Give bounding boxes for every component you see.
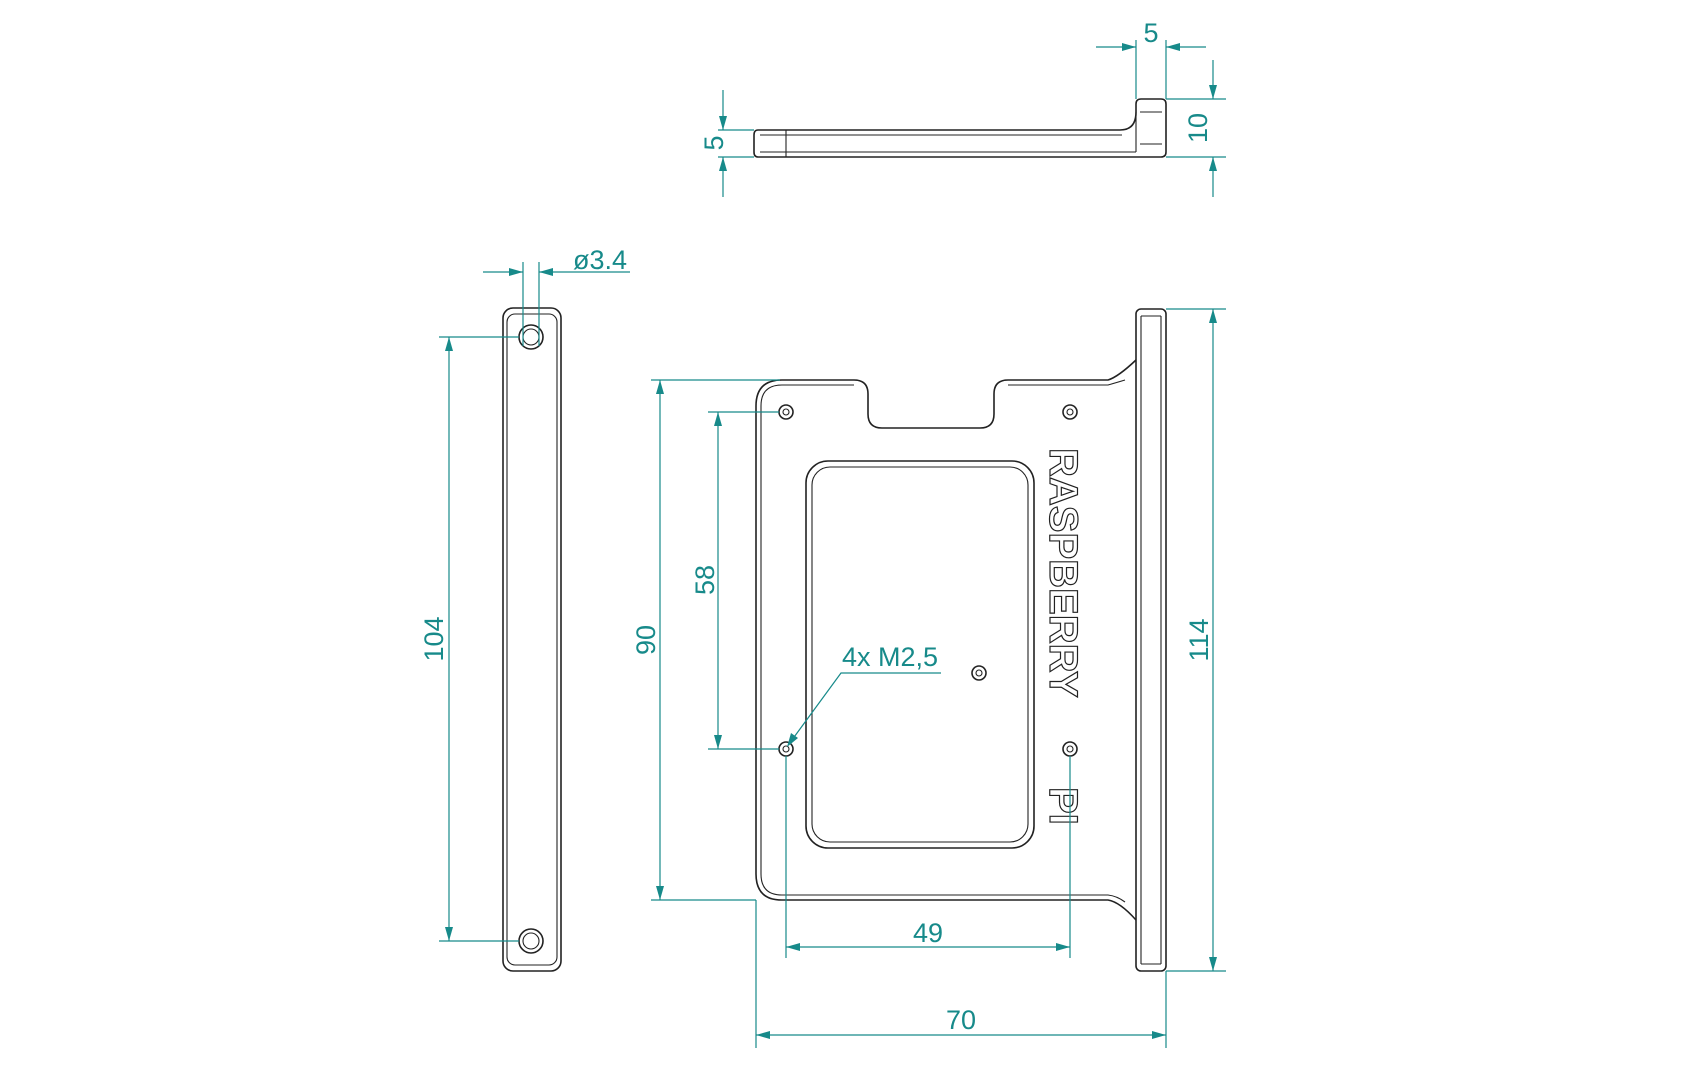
hole-callout: 4x M2,5 bbox=[787, 642, 941, 747]
front-view-flange-inner bbox=[1140, 315, 1162, 965]
mounting-hole-bottom bbox=[518, 928, 544, 954]
side-view-bar-outline bbox=[502, 307, 562, 972]
m25-hole-bottom-right bbox=[1062, 741, 1078, 757]
dim-flange-width: 5 bbox=[1096, 18, 1206, 99]
front-view-flange bbox=[1135, 308, 1167, 972]
front-view-plate-outline bbox=[755, 359, 1137, 921]
engraving-raspberry: RASPBERRY bbox=[1041, 448, 1085, 698]
dim-hole-horizontal-spacing-label: 49 bbox=[913, 918, 943, 948]
dim-flange-width-label: 5 bbox=[1143, 18, 1158, 48]
center-hole bbox=[971, 665, 987, 681]
dim-hole-vertical-spacing: 58 bbox=[690, 411, 779, 750]
dim-hole-diameter: ø3.4 bbox=[483, 245, 630, 346]
hole-callout-label: 4x M2,5 bbox=[842, 642, 938, 672]
dim-plate-height: 90 bbox=[631, 379, 780, 901]
dim-hole-spacing: 104 bbox=[419, 336, 519, 942]
top-view-inner-line bbox=[760, 111, 1162, 157]
dim-plate-height-label: 90 bbox=[631, 625, 661, 655]
front-view-window-inner bbox=[811, 466, 1029, 843]
front-view-window-outer bbox=[805, 460, 1035, 849]
dim-hole-diameter-label: ø3.4 bbox=[573, 245, 627, 275]
dim-flange-height: 10 bbox=[1166, 60, 1226, 197]
dim-total-height-label: 114 bbox=[1184, 618, 1214, 661]
dim-hole-vertical-spacing-label: 58 bbox=[690, 565, 720, 595]
m25-hole-bottom-left bbox=[778, 741, 794, 757]
m25-hole-top-right bbox=[1062, 404, 1078, 420]
top-view: 5 5 10 bbox=[699, 18, 1226, 197]
dim-hole-horizontal-spacing: 49 bbox=[785, 756, 1071, 958]
m25-hole-top-left bbox=[778, 404, 794, 420]
dim-total-width: 70 bbox=[755, 900, 1167, 1048]
dim-hole-spacing-label: 104 bbox=[419, 616, 449, 661]
dim-plate-thickness-label: 5 bbox=[699, 135, 729, 150]
dim-total-height: 114 bbox=[1166, 308, 1226, 972]
front-view: RASPBERRY PI 4x M2,5 90 58 49 bbox=[631, 308, 1226, 1048]
dim-plate-thickness: 5 bbox=[699, 90, 754, 197]
dim-total-width-label: 70 bbox=[946, 1005, 976, 1035]
front-view-plate-inner-edge bbox=[760, 379, 1126, 903]
top-view-outline bbox=[753, 98, 1167, 158]
side-view-bar-inner bbox=[506, 313, 558, 966]
side-view: ø3.4 104 bbox=[419, 245, 630, 972]
dim-flange-height-label: 10 bbox=[1183, 113, 1213, 143]
engraving-pi: PI bbox=[1041, 787, 1085, 825]
